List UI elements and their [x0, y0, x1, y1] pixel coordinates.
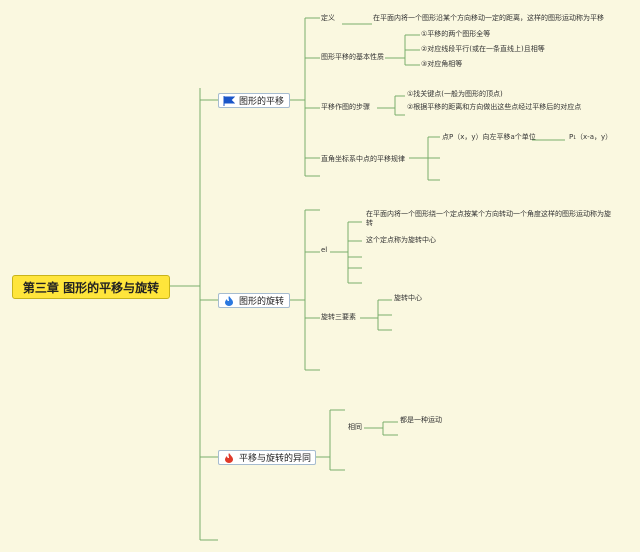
rotation-definition-text[interactable]: 在平面内将一个图形绕一个定点按某个方向转动一个角度这样的图形运动称为旋转: [366, 210, 611, 227]
topic-translation-label: 图形的平移: [239, 97, 285, 107]
step-item[interactable]: ②根据平移的距离和方向做出这些点经过平移后的对应点: [407, 103, 582, 111]
rotation-center-definition[interactable]: 这个定点称为旋转中心: [366, 236, 436, 244]
fire-icon: [223, 452, 235, 463]
flag-icon: [223, 95, 235, 106]
property-item[interactable]: ②对应线段平行(或在一条直线上)且相等: [421, 45, 545, 53]
topic-rotation[interactable]: 图形的旋转: [218, 293, 290, 308]
fire-icon: [223, 295, 235, 306]
translation-steps-label[interactable]: 平移作图的步骤: [321, 103, 370, 111]
translation-coordinates-label[interactable]: 直角坐标系中点的平移规律: [321, 155, 405, 163]
property-item[interactable]: ③对应角相等: [421, 60, 463, 68]
topic-rotation-label: 图形的旋转: [239, 297, 285, 307]
translation-properties-label[interactable]: 图形平移的基本性质: [321, 53, 384, 61]
rotation-definition-label[interactable]: el: [321, 246, 328, 254]
topic-compare[interactable]: 平移与旋转的异同: [218, 450, 316, 465]
topic-compare-label: 平移与旋转的异同: [239, 454, 312, 464]
topic-translation[interactable]: 图形的平移: [218, 93, 290, 108]
translation-definition-text[interactable]: 在平面内将一个图形沿某个方向移动一定的距离，这样的图形运动称为平移: [373, 14, 604, 22]
translation-definition-label[interactable]: 定义: [321, 14, 335, 22]
compare-same-label[interactable]: 相同: [348, 423, 362, 431]
coordinate-result[interactable]: P₁（x-a，y）: [569, 133, 613, 141]
property-item[interactable]: ①平移的两个图形全等: [421, 30, 491, 38]
coordinate-rule[interactable]: 点P（x，y）向左平移a个单位: [442, 133, 536, 141]
rotation-element-item[interactable]: 旋转中心: [394, 294, 422, 302]
root-node[interactable]: 第三章 图形的平移与旋转: [12, 275, 170, 299]
root-title: 第三章 图形的平移与旋转: [22, 280, 160, 295]
compare-same-item[interactable]: 都是一种运动: [400, 416, 442, 424]
rotation-elements-label[interactable]: 旋转三要素: [321, 313, 356, 321]
step-item[interactable]: ①找关键点(一般为图形的顶点): [407, 90, 503, 98]
